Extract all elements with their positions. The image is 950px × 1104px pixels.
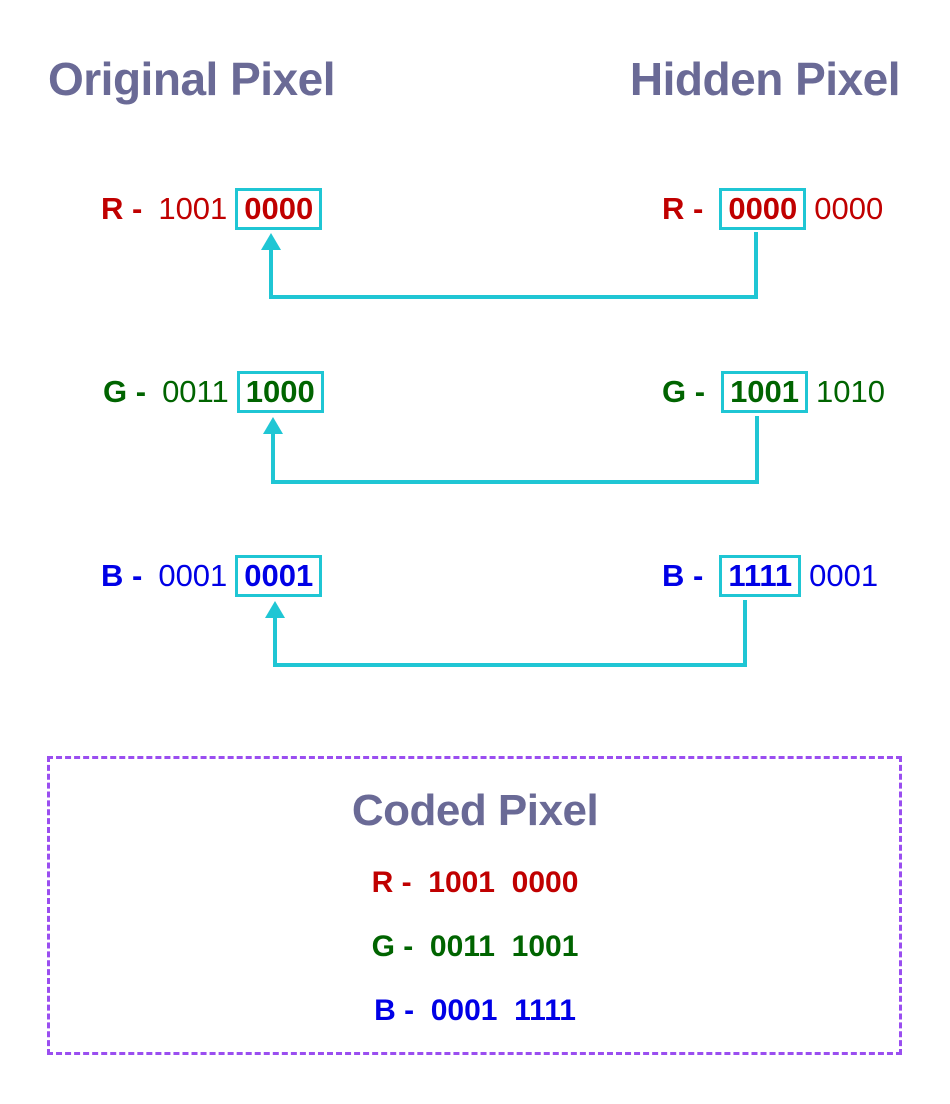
coded-b-line: B - 0001 1111	[374, 994, 576, 1027]
b-arrowhead-icon	[265, 601, 285, 618]
r-arrowhead-icon	[261, 233, 281, 250]
hidden-b-rest-bits: 0001	[809, 558, 879, 593]
hidden-r-label: R -	[662, 191, 704, 226]
hidden-g-rest-bits: 1010	[816, 374, 885, 409]
original-pixel-heading: Original Pixel	[48, 53, 336, 105]
original-r-replaced-bits: 0000	[235, 188, 323, 230]
coded-pixel-title: Coded Pixel	[351, 786, 599, 835]
hidden-g-label: G -	[662, 374, 706, 409]
original-b-replaced-bits: 0001	[235, 555, 323, 597]
hidden-b-moved-bits: 1111	[719, 555, 802, 597]
original-g-kept-bits: 0011	[162, 374, 229, 409]
original-b-kept-bits: 0001	[158, 558, 228, 593]
coded-r-line: R - 1001 0000	[371, 866, 579, 899]
r-transfer-arrow-line	[269, 232, 758, 299]
hidden-b-label: B -	[662, 558, 704, 593]
g-transfer-arrow-line	[271, 416, 759, 484]
original-r-kept-bits: 1001	[158, 191, 228, 226]
g-arrowhead-icon	[263, 417, 283, 434]
hidden-g-moved-bits: 1001	[721, 371, 809, 413]
hidden-g-row: G - 1001 1010	[662, 371, 885, 413]
hidden-r-row: R - 0000 0000	[662, 188, 883, 230]
original-r-row: R - 1001 0000	[101, 188, 323, 230]
original-b-label: B -	[101, 558, 143, 593]
original-g-row: G - 0011 1000	[103, 371, 324, 413]
hidden-r-rest-bits: 0000	[814, 191, 884, 226]
hidden-pixel-heading: Hidden Pixel	[629, 53, 901, 105]
hidden-b-row: B - 1111 0001	[662, 555, 878, 597]
original-r-label: R -	[101, 191, 143, 226]
original-b-row: B - 0001 0001	[101, 555, 323, 597]
original-g-replaced-bits: 1000	[236, 371, 324, 413]
b-transfer-arrow-line	[273, 600, 747, 667]
coded-pixel-frame	[47, 756, 902, 1055]
original-g-label: G -	[103, 374, 147, 409]
coded-g-line: G - 0011 1001	[371, 930, 579, 963]
hidden-r-moved-bits: 0000	[719, 188, 807, 230]
